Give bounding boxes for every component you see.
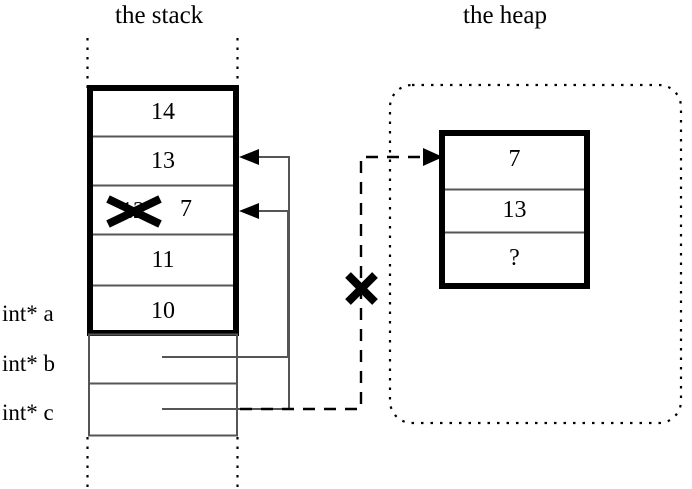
heap-block — [439, 130, 590, 289]
pointer-box-b — [88, 333, 238, 385]
stack-guide-lines-top — [86, 38, 239, 88]
heap-cell-value-1: 13 — [502, 197, 527, 223]
stack-pointer-boxes — [88, 333, 238, 437]
stack-cell-value-3: 11 — [151, 247, 175, 273]
stack-cell-replacement-2: 7 — [180, 196, 192, 222]
crossed-cell-x-mark — [106, 195, 162, 228]
stack-title: the stack — [115, 2, 204, 29]
stack-block-frame — [87, 85, 239, 336]
arrow-c-path — [162, 156, 290, 410]
stack-var-label-c: int* c — [2, 400, 54, 425]
arrow-c-heap-path — [240, 155, 428, 411]
stack-cell-value-1: 13 — [151, 148, 175, 174]
heap-cell-value-0: 7 — [508, 146, 521, 172]
stack-cell-value-2: 12 — [121, 198, 145, 224]
stack-var-label-a: int* a — [2, 301, 54, 326]
arrow-b-head — [239, 203, 259, 219]
arrow-c-head — [239, 149, 259, 165]
crossed-cell-x-stroke-2 — [106, 195, 162, 228]
arrow-c-to-stack-cell-13 — [162, 149, 290, 410]
heap-cell-value-2: ? — [509, 245, 520, 271]
stack-block — [87, 85, 239, 336]
stack-guide-lines-bottom — [86, 437, 239, 489]
heap-boundary — [388, 83, 683, 425]
stack-cell-value-4: 10 — [151, 298, 175, 324]
stack-var-label-b: int* b — [2, 351, 56, 376]
arrow-b-path — [162, 210, 289, 358]
stack-cell-value-0: 14 — [151, 99, 175, 125]
arrow-b-to-stack-cell-12 — [162, 203, 289, 358]
heap-title: the heap — [463, 2, 547, 29]
heap-block-frame — [439, 130, 590, 289]
crossed-link-x-mark — [345, 272, 378, 305]
crossed-link-x-stroke-2 — [345, 272, 378, 305]
arrow-c-to-heap-dashed — [240, 148, 443, 411]
arrow-c-heap-head — [423, 148, 443, 166]
